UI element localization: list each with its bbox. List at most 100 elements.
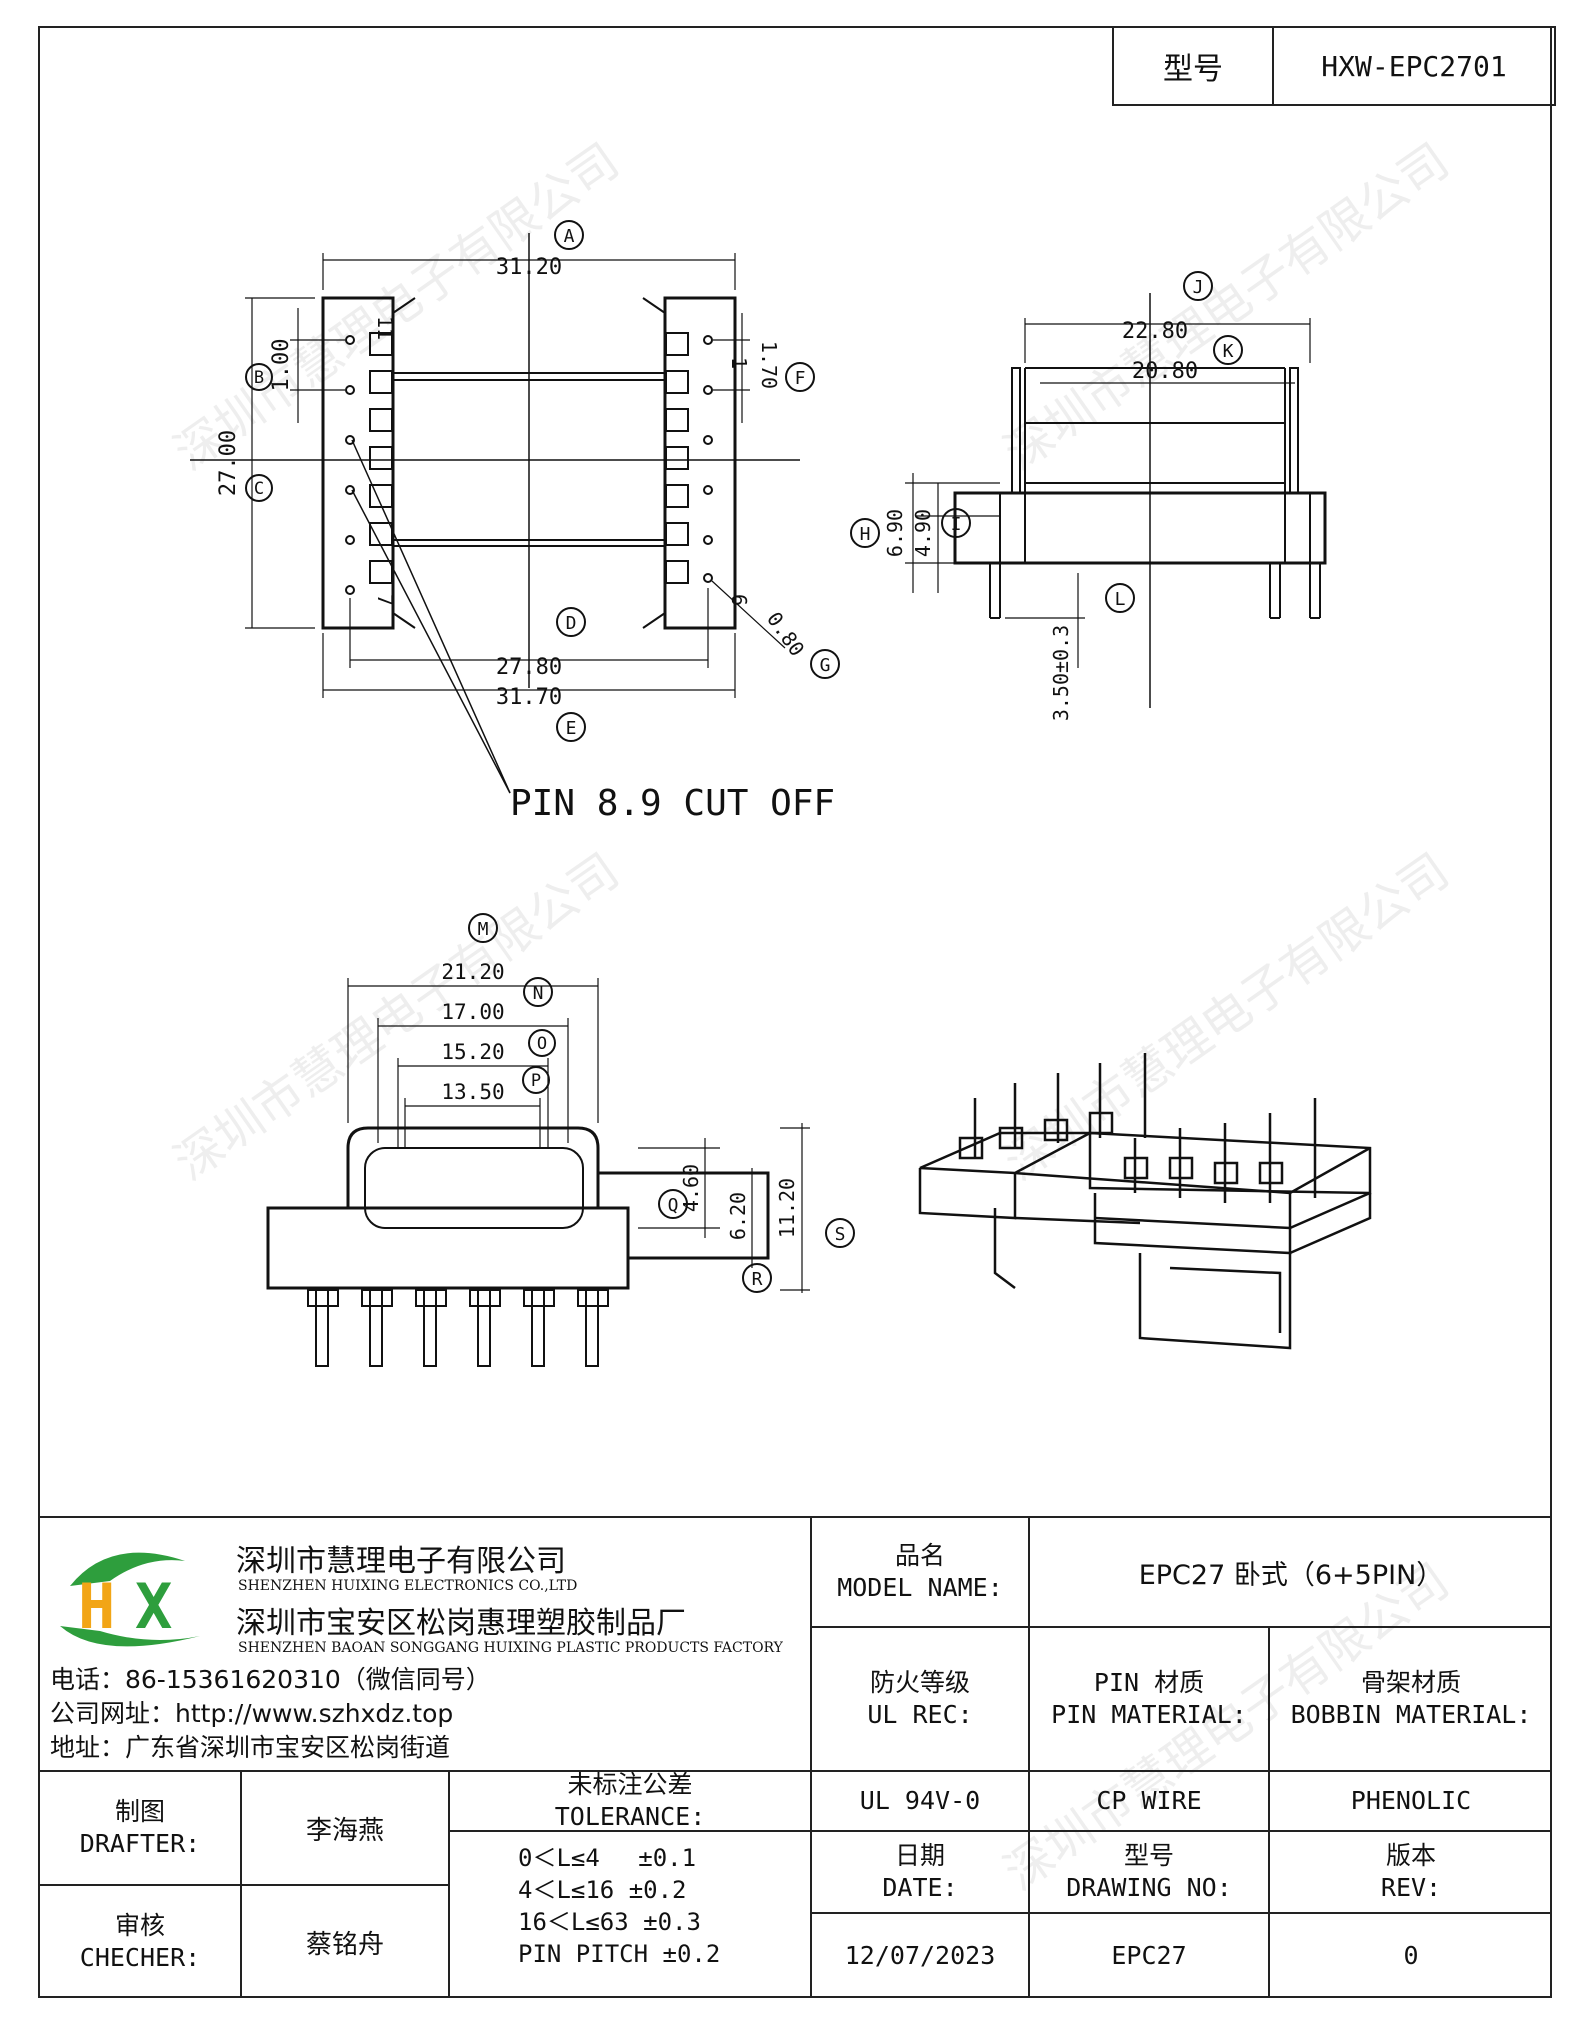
- top-view: [190, 220, 840, 794]
- drafter-name: 李海燕: [242, 1772, 448, 1884]
- rev-cn: 版本: [1385, 1841, 1436, 1870]
- balloon-i: I: [951, 514, 962, 535]
- pin-cut-off-note: PIN 8.9 CUT OFF: [510, 783, 835, 824]
- rev-value: 0: [1270, 1914, 1552, 1998]
- dim-i-value: 4.90: [911, 509, 935, 557]
- factory-name-en: SHENZHEN BAOAN SONGGANG HUIXING PLASTIC …: [238, 1640, 783, 1656]
- tb-line: [1268, 1626, 1270, 1998]
- dim-r-value: 6.20: [726, 1192, 750, 1240]
- dim-s-value: 11.20: [775, 1178, 799, 1238]
- drawing-sheet: 型号 HXW-EPC2701 深圳市慧理电子有限公司 深圳市慧理电子有限公司 深…: [38, 26, 1556, 1998]
- drafter-label: 制图 DRAFTER:: [40, 1772, 240, 1884]
- balloon-q: Q: [668, 1195, 679, 1216]
- company-logo: H X: [60, 1552, 200, 1647]
- drawing-no-en: DRAWING NO:: [1066, 1873, 1232, 1902]
- tb-line: [810, 1912, 1552, 1914]
- tolerance-en: TOLERANCE:: [554, 1802, 706, 1831]
- tb-line: [448, 1770, 450, 1998]
- company-name-cn: 深圳市慧理电子有限公司: [236, 1544, 566, 1579]
- company-website: 公司网址：http://www.szhxdz.top: [50, 1699, 454, 1728]
- header-model-value: HXW-EPC2701: [1272, 26, 1556, 106]
- ul-rec-en: UL REC:: [867, 1700, 973, 1729]
- tb-line: [40, 1770, 1552, 1772]
- balloon-e: E: [566, 718, 577, 739]
- dim-k-value: 20.80: [1132, 359, 1198, 384]
- drawing-no-cn: 型号: [1123, 1841, 1174, 1870]
- bobbin-material-value: PHENOLIC: [1270, 1772, 1552, 1830]
- company-block: H X HX 深圳市慧理电子有限公司 SHENZHEN HUIXING ELEC…: [40, 1518, 810, 1770]
- isometric-view: [918, 1053, 1372, 1350]
- date-en: DATE:: [882, 1873, 958, 1902]
- front-view: [266, 913, 855, 1367]
- pin-material-value: CP WIRE: [1030, 1772, 1268, 1830]
- svg-text:H: H: [78, 1570, 115, 1643]
- tb-line: [40, 1884, 450, 1886]
- dim-j-value: 22.80: [1122, 319, 1188, 344]
- factory-name-cn: 深圳市宝安区松岗惠理塑胶制品厂: [236, 1606, 686, 1641]
- checker-en: CHECHER:: [79, 1943, 201, 1972]
- ul-rec-cn: 防火等级: [869, 1668, 970, 1697]
- title-block-top-border: [40, 1516, 1552, 1518]
- pin-material-value-text: CP WIRE: [1096, 1786, 1202, 1815]
- tb-line: [810, 1518, 812, 1998]
- dim-m-value: 21.20: [441, 960, 504, 984]
- company-name-en: SHENZHEN HUIXING ELECTRONICS CO.,LTD: [238, 1578, 578, 1594]
- tb-line: [810, 1626, 1552, 1628]
- balloon-p: P: [531, 1071, 541, 1091]
- balloon-l: L: [1115, 589, 1126, 610]
- model-name-value: EPC27 卧式（6+5PIN）: [1030, 1518, 1552, 1626]
- drawing-no-label: 型号 DRAWING NO:: [1030, 1832, 1268, 1912]
- dim-h-value: 6.90: [883, 509, 907, 557]
- drawing-no-value-text: EPC27: [1111, 1941, 1187, 1970]
- balloon-r: R: [752, 1269, 763, 1290]
- dim-b-value: 1.00: [269, 339, 294, 392]
- checker-cn: 审核: [114, 1911, 165, 1940]
- rev-value-text: 0: [1403, 1941, 1419, 1970]
- pin-label-1: 1: [727, 357, 751, 369]
- ul-rec-value: UL 94V-0: [812, 1772, 1028, 1830]
- bobbin-material-label: 骨架材质 BOBBIN MATERIAL:: [1270, 1628, 1552, 1770]
- tolerance-cn: 未标注公差: [567, 1770, 693, 1799]
- dim-e-value: 31.70: [496, 685, 562, 710]
- balloon-g: G: [820, 655, 831, 676]
- dim-n-value: 17.00: [441, 1000, 504, 1024]
- model-name-label: 品名 MODEL NAME:: [812, 1518, 1028, 1626]
- pin-label-6: 6: [727, 594, 751, 606]
- pin-material-cn: PIN 材质: [1093, 1668, 1205, 1697]
- dim-f-value: 1.70: [757, 341, 781, 389]
- balloon-b: B: [254, 368, 264, 388]
- drafter-cn: 制图: [114, 1797, 165, 1826]
- balloon-c: C: [254, 479, 264, 499]
- svg-text:X: X: [135, 1570, 172, 1643]
- balloon-n: N: [533, 983, 544, 1004]
- checker-name: 蔡铭舟: [242, 1886, 448, 1998]
- header-model-label-text: 型号: [1163, 52, 1223, 87]
- date-label: 日期 DATE:: [812, 1832, 1028, 1912]
- tolerance-line: 4＜L≤16 ±0.2: [518, 1876, 687, 1904]
- balloon-s: S: [835, 1224, 846, 1245]
- technical-drawing: A B C F D E G 31.20 27.00 1.00 1.70 27.8…: [190, 220, 1372, 1367]
- checker-label: 审核 CHECHER:: [40, 1886, 240, 1998]
- pin-material-label: PIN 材质 PIN MATERIAL:: [1030, 1628, 1268, 1770]
- ul-rec-value-text: UL 94V-0: [859, 1786, 981, 1815]
- model-name-value-text: EPC27 卧式（6+5PIN）: [1138, 1559, 1444, 1591]
- ul-rec-label: 防火等级 UL REC:: [812, 1628, 1028, 1770]
- balloon-o: O: [537, 1034, 547, 1054]
- dim-d-value: 27.80: [496, 655, 562, 680]
- date-value: 12/07/2023: [812, 1914, 1028, 1998]
- model-name-cn: 品名: [894, 1541, 945, 1570]
- bobbin-material-cn: 骨架材质: [1360, 1668, 1461, 1697]
- dim-o-value: 15.20: [441, 1040, 504, 1064]
- balloon-d: D: [566, 613, 577, 634]
- header-model-value-text: HXW-EPC2701: [1321, 49, 1507, 83]
- balloon-m: M: [478, 919, 489, 940]
- tolerance-line: PIN PITCH ±0.2: [518, 1940, 721, 1968]
- pin-label-7: 7: [373, 594, 397, 606]
- rev-label: 版本 REV:: [1270, 1832, 1552, 1912]
- balloon-j: J: [1193, 277, 1204, 298]
- balloon-f: F: [795, 368, 806, 389]
- dim-p-value: 13.50: [441, 1080, 504, 1104]
- drafter-name-text: 李海燕: [305, 1815, 384, 1846]
- model-name-en: MODEL NAME:: [837, 1573, 1003, 1602]
- dim-a-value: 31.20: [496, 255, 562, 280]
